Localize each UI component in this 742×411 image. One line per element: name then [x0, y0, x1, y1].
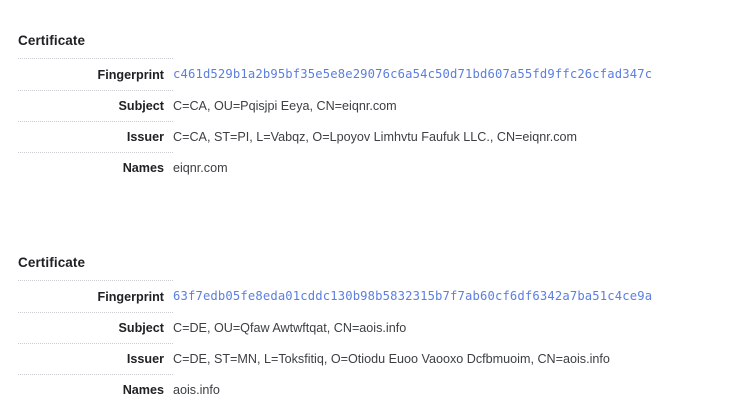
row-label-issuer: Issuer	[18, 343, 173, 375]
section-title-certificate-2: Certificate	[18, 255, 86, 270]
table-row: Fingerprint c461d529b1a2b95bf35e5e8e2907…	[18, 58, 724, 91]
table-row: Issuer C=CA, ST=PI, L=Vabqz, O=Lpoyov Li…	[18, 121, 724, 153]
row-label-issuer: Issuer	[18, 121, 173, 153]
row-label-names: Names	[18, 152, 173, 183]
table-row: Fingerprint 63f7edb05fe8eda01cddc130b98b…	[18, 280, 724, 313]
row-value-issuer: C=CA, ST=PI, L=Vabqz, O=Lpoyov Limhvtu F…	[173, 130, 578, 144]
row-label-names: Names	[18, 374, 173, 405]
certificate-block-1: Certificate Fingerprint c461d529b1a2b95b…	[0, 0, 742, 183]
row-value-names: aois.info	[173, 383, 220, 397]
certificate-table-2: Fingerprint 63f7edb05fe8eda01cddc130b98b…	[18, 280, 724, 405]
table-row: Names aois.info	[18, 374, 724, 405]
section-spacer	[0, 183, 742, 222]
table-row: Subject C=CA, OU=Pqisjpi Eeya, CN=eiqnr.…	[18, 90, 724, 122]
row-label-fingerprint: Fingerprint	[18, 58, 173, 91]
row-value-issuer: C=DE, ST=MN, L=Toksfitiq, O=Otiodu Euoo …	[173, 352, 610, 366]
row-value-fingerprint[interactable]: 63f7edb05fe8eda01cddc130b98b5832315b7f7a…	[173, 289, 653, 303]
certificate-table-1: Fingerprint c461d529b1a2b95bf35e5e8e2907…	[18, 58, 724, 183]
table-row: Names eiqnr.com	[18, 152, 724, 183]
row-label-fingerprint: Fingerprint	[18, 280, 173, 313]
row-value-subject: C=CA, OU=Pqisjpi Eeya, CN=eiqnr.com	[173, 99, 397, 113]
row-label-subject: Subject	[18, 312, 173, 344]
row-value-fingerprint[interactable]: c461d529b1a2b95bf35e5e8e29076c6a54c50d71…	[173, 67, 653, 81]
section-title-certificate-1: Certificate	[18, 33, 86, 48]
row-value-subject: C=DE, OU=Qfaw Awtwftqat, CN=aois.info	[173, 321, 407, 335]
table-row: Issuer C=DE, ST=MN, L=Toksfitiq, O=Otiod…	[18, 343, 724, 375]
table-row: Subject C=DE, OU=Qfaw Awtwftqat, CN=aois…	[18, 312, 724, 344]
row-label-subject: Subject	[18, 90, 173, 122]
certificate-block-2: Certificate Fingerprint 63f7edb05fe8eda0…	[0, 222, 742, 405]
row-value-names: eiqnr.com	[173, 161, 228, 175]
